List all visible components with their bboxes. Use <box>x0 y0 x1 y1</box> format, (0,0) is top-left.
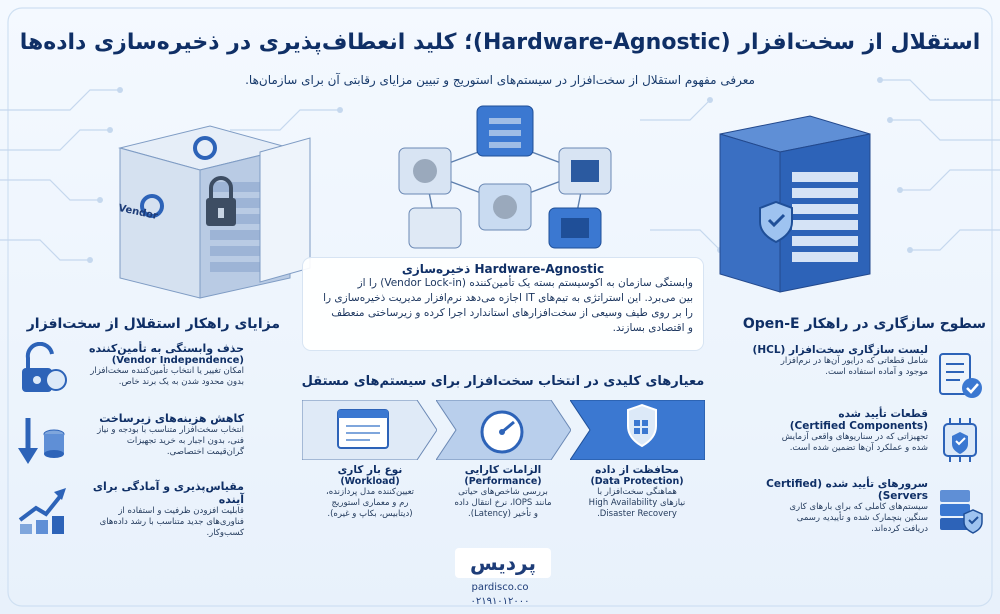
criteria-1-subtitle: (Workload) <box>340 476 400 487</box>
compat-1-desc-2: موجود و آماده استفاده است. <box>825 367 928 377</box>
criteria-1-desc-2: رم و معماری استوریج <box>331 498 409 508</box>
criteria-1-desc-1: تعیین‌کننده مدل پردازنده، <box>325 487 415 497</box>
compat-1-title: لیست سازگاری سخت‌افزار (HCL) <box>752 344 928 356</box>
criteria-data-protection: محافظت از داده (Data Protection) هماهنگی… <box>572 464 702 520</box>
compat-certified-servers: سرورهای تأیید شده (Certified Servers) سی… <box>728 478 988 548</box>
unlocked-padlock-icon <box>22 342 67 392</box>
compat-3-title: سرورهای تأیید شده (Certified Servers) <box>766 478 928 502</box>
criteria-1-desc-3: (دیتابیس، بکاپ و غیره). <box>327 509 413 519</box>
benefit-1-subtitle: (Vendor Independence) <box>111 355 244 366</box>
compat-2-desc-1: تجهیزاتی که در سناریوهای واقعی آزمایش <box>781 432 928 442</box>
criteria-data-protection-arrow <box>570 400 705 460</box>
benefit-2-desc-1: انتخاب سخت‌افزار متناسب با بودجه و نیاز <box>97 425 244 435</box>
criteria-performance-arrow <box>436 400 571 460</box>
compat-hcl: لیست سازگاری سخت‌افزار (HCL) شامل قطعاتی… <box>728 344 988 414</box>
criteria-3-title: محافظت از داده <box>595 464 679 476</box>
page-subtitle: معرفی مفهوم استقلال از سخت‌افزار در سیست… <box>245 73 755 87</box>
checklist-icon <box>939 353 982 398</box>
center-line-1: وابستگی سازمان به اکوسیستم بسته یک تأمین… <box>357 277 693 289</box>
center-line-3: را بر روی طیف وسیعی از سخت‌افزارهای استا… <box>331 307 693 319</box>
center-line-2: بین می‌برد. این استراتژی به تیم‌های IT ا… <box>323 292 693 304</box>
compatibility-title: سطوح سازگاری در راهکار Open-E <box>742 316 986 332</box>
criteria-performance: الزامات کارایی (Performance) بررسی شاخص‌… <box>438 464 568 520</box>
benefit-3-desc-1: قابلیت افزودن ظرفیت و استفاده از <box>118 506 244 516</box>
criteria-2-desc-1: بررسی شاخص‌های حیاتی <box>458 487 548 497</box>
hardware-agnostic-description: Hardware-Agnostic ذخیره‌سازی وابستگی ساز… <box>303 258 703 350</box>
compat-2-desc-2: شده و عملکرد آن‌ها تضمین شده است. <box>789 443 928 453</box>
hardware-blocks-illustration <box>398 105 612 249</box>
benefit-cost-reduction: کاهش هزینه‌های زیرساخت انتخاب سخت‌افزار … <box>14 412 244 474</box>
benefit-1-desc-1: امکان تغییر یا انتخاب تأمین‌کننده سخت‌اف… <box>90 366 244 376</box>
compat-certified-components: قطعات تأیید شده (Certified Components) ت… <box>728 408 988 478</box>
logo-url[interactable]: pardisco.co <box>471 582 529 593</box>
certified-server-icon <box>940 490 983 534</box>
certified-chip-icon <box>943 418 977 462</box>
compat-3-desc-2: سنگین بنچمارک شده و تأییدیه رسمی <box>796 513 928 523</box>
benefit-3-desc-2: فناوری‌های جدید متناسب با رشد داده‌های <box>99 517 244 527</box>
benefit-1-desc-2: بدون محدود شدن به یک برند خاص. <box>118 377 244 387</box>
criteria-workload-arrow <box>302 400 437 460</box>
benefit-2-title: کاهش هزینه‌های زیرساخت <box>99 412 244 425</box>
criteria-3-desc-3: Disaster Recovery. <box>597 509 677 519</box>
criteria-1-title: نوع بار کاری <box>337 464 403 476</box>
compat-2-title: قطعات تأیید شده <box>838 408 928 420</box>
vendor-locked-server-illustration <box>118 125 311 299</box>
benefit-vendor-independence: حذف وابستگی به تأمین‌کننده (Vendor Indep… <box>14 342 244 404</box>
criteria-2-desc-3: و تأخیر (Latency). <box>468 509 538 519</box>
criteria-2-title: الزامات کارایی <box>464 464 542 476</box>
benefit-3-title: مقیاس‌پذیری و آمادگی برای آینده <box>92 480 244 506</box>
criteria-3-desc-2: نیازهای High Availability <box>588 498 686 508</box>
criteria-workload: نوع بار کاری (Workload) تعیین‌کننده مدل … <box>305 464 435 520</box>
center-line-4: و اقتصادی بسازند. <box>612 322 693 334</box>
criteria-3-subtitle: (Data Protection) <box>590 476 684 487</box>
criteria-title: معیارهای کلیدی در انتخاب سخت‌افزار برای … <box>301 374 705 389</box>
benefits-title: مزایای راهکار استقلال از سخت‌افزار <box>26 316 280 332</box>
pardis-logo: پردیس <box>455 548 551 578</box>
benefit-1-title: حذف وابستگی به تأمین‌کننده <box>89 342 244 355</box>
criteria-3-desc-1: هماهنگی سخت‌افزار با <box>597 487 677 497</box>
logo-text: پردیس <box>470 551 536 576</box>
benefit-scalability: مقیاس‌پذیری و آمادگی برای آینده قابلیت ا… <box>14 480 244 542</box>
criteria-2-subtitle: (Performance) <box>464 476 542 487</box>
center-title: Hardware-Agnostic ذخیره‌سازی <box>401 262 605 276</box>
compat-3-desc-1: سیستم‌های کاملی که برای بارهای کاری <box>789 502 928 512</box>
openE-server-illustration <box>719 115 871 293</box>
benefit-3-desc-3: کسب‌وکار. <box>206 528 244 538</box>
criteria-2-desc-2: مانند IOPS، نرخ انتقال داده <box>454 498 552 508</box>
logo-phone: ۰۲۱۹۱۰۱۲۰۰۰ <box>470 596 530 607</box>
page-title: استقلال از سخت‌افزار (Hardware-Agnostic)… <box>19 30 981 55</box>
benefit-2-desc-3: گران‌قیمت اختصاصی. <box>166 447 244 457</box>
compat-3-desc-3: دریافت کرده‌اند. <box>871 524 928 534</box>
growth-icon <box>18 488 66 534</box>
benefit-2-desc-2: فنی، بدون اجبار به خرید تجهیزات <box>126 436 244 446</box>
cost-down-icon <box>18 418 65 464</box>
compat-2-subtitle: (Certified Components) <box>789 420 928 432</box>
compat-1-desc-1: شامل قطعاتی که در‌ایور آن‌ها در نرم‌افزا… <box>780 356 928 366</box>
